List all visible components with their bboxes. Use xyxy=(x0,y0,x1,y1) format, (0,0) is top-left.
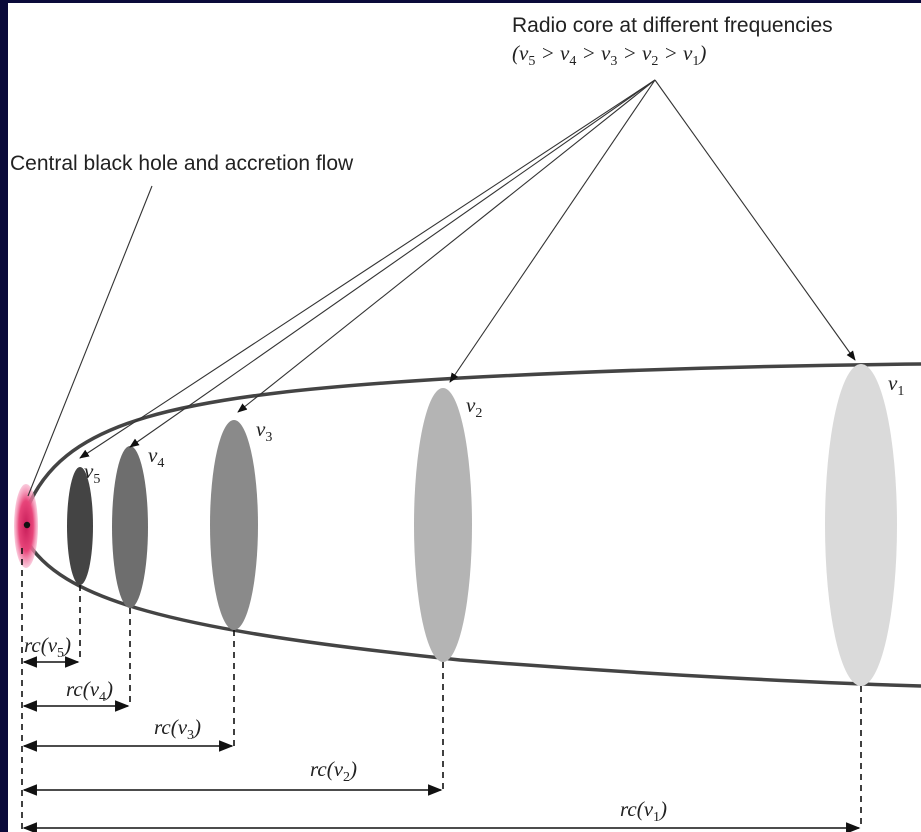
core-v4 xyxy=(112,446,148,608)
diagram-frame: Radio core at different frequencies (ν5 … xyxy=(8,3,921,832)
dist-label-v2: rc(ν2) xyxy=(310,757,357,785)
frequency-condition: (ν5 > ν4 > ν3 > ν2 > ν1) xyxy=(512,41,706,69)
freq-label-v4: ν4 xyxy=(148,443,164,471)
pointer-v1 xyxy=(655,80,855,360)
freq-label-v5: ν5 xyxy=(84,459,100,487)
core-v2 xyxy=(414,388,472,662)
diagram-title: Radio core at different frequencies xyxy=(512,14,833,37)
pointer-v2 xyxy=(450,80,655,382)
jet-outline-upper xyxy=(25,364,921,514)
freq-label-v3: ν3 xyxy=(256,417,272,445)
dist-label-v3: rc(ν3) xyxy=(154,715,201,743)
jet-outline-lower xyxy=(25,538,921,686)
core-v1 xyxy=(825,364,897,686)
freq-label-v1: ν1 xyxy=(888,371,904,399)
pointer-v4 xyxy=(130,80,655,447)
freq-label-v2: ν2 xyxy=(466,393,482,421)
core-v3 xyxy=(210,420,258,630)
core-v5 xyxy=(67,467,93,585)
dist-label-v4: rc(ν4) xyxy=(66,677,113,705)
pointer-v3 xyxy=(238,80,655,412)
dist-label-v5: rc(ν5) xyxy=(24,633,71,661)
dist-label-v1: rc(ν1) xyxy=(620,797,667,825)
pointer-v5 xyxy=(80,80,655,458)
black-hole-dot xyxy=(24,522,30,528)
jet-diagram: Radio core at different frequencies (ν5 … xyxy=(8,3,921,832)
central-label: Central black hole and accretion flow xyxy=(10,152,354,175)
